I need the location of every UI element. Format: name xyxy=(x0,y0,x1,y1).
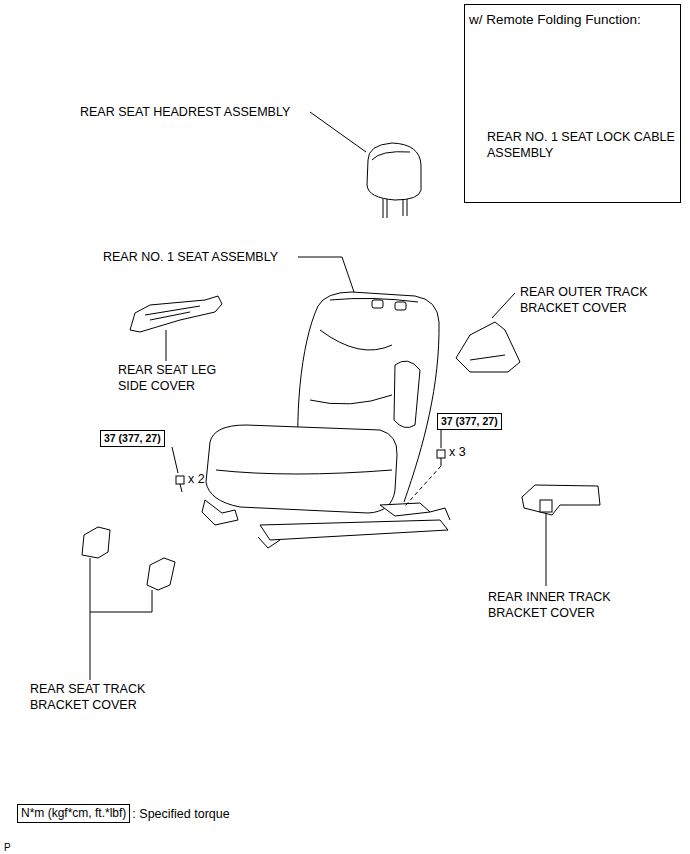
section-heading: w/ Remote Folding Function: xyxy=(469,12,641,28)
part-name: REAR SEAT HEADREST ASSEMBLY xyxy=(80,104,290,120)
part-name: REAR INNER TRACK BRACKET COVER xyxy=(488,589,628,621)
part-name: REAR NO. 1 SEAT LOCK CABLE ASSEMBLY xyxy=(487,129,687,161)
torque-value: 37 (377, 27) xyxy=(104,432,161,444)
quantity: x 3 xyxy=(449,444,466,460)
part-name: REAR NO. 1 SEAT ASSEMBLY xyxy=(103,249,278,265)
legend-unit: N*m (kgf*cm, ft.*lbf) xyxy=(21,806,126,820)
part-name: REAR SEAT LEG SIDE COVER xyxy=(118,362,233,394)
torque-box: 37 (377, 27) xyxy=(100,430,165,447)
torque-box: 37 (377, 27) xyxy=(437,413,502,430)
torque-value: 37 (377, 27) xyxy=(441,415,498,427)
quantity: x 2 xyxy=(188,471,205,487)
page-code: P xyxy=(4,840,11,854)
variant-box: w/ Remote Folding Function:REAR NO. 1 SE… xyxy=(464,4,681,203)
part-name: REAR SEAT TRACK BRACKET COVER xyxy=(30,681,165,713)
legend-box: N*m (kgf*cm, ft.*lbf) xyxy=(17,804,130,823)
part-name: REAR OUTER TRACK BRACKET COVER xyxy=(520,284,660,316)
legend-text: : Specified torque xyxy=(132,806,229,822)
